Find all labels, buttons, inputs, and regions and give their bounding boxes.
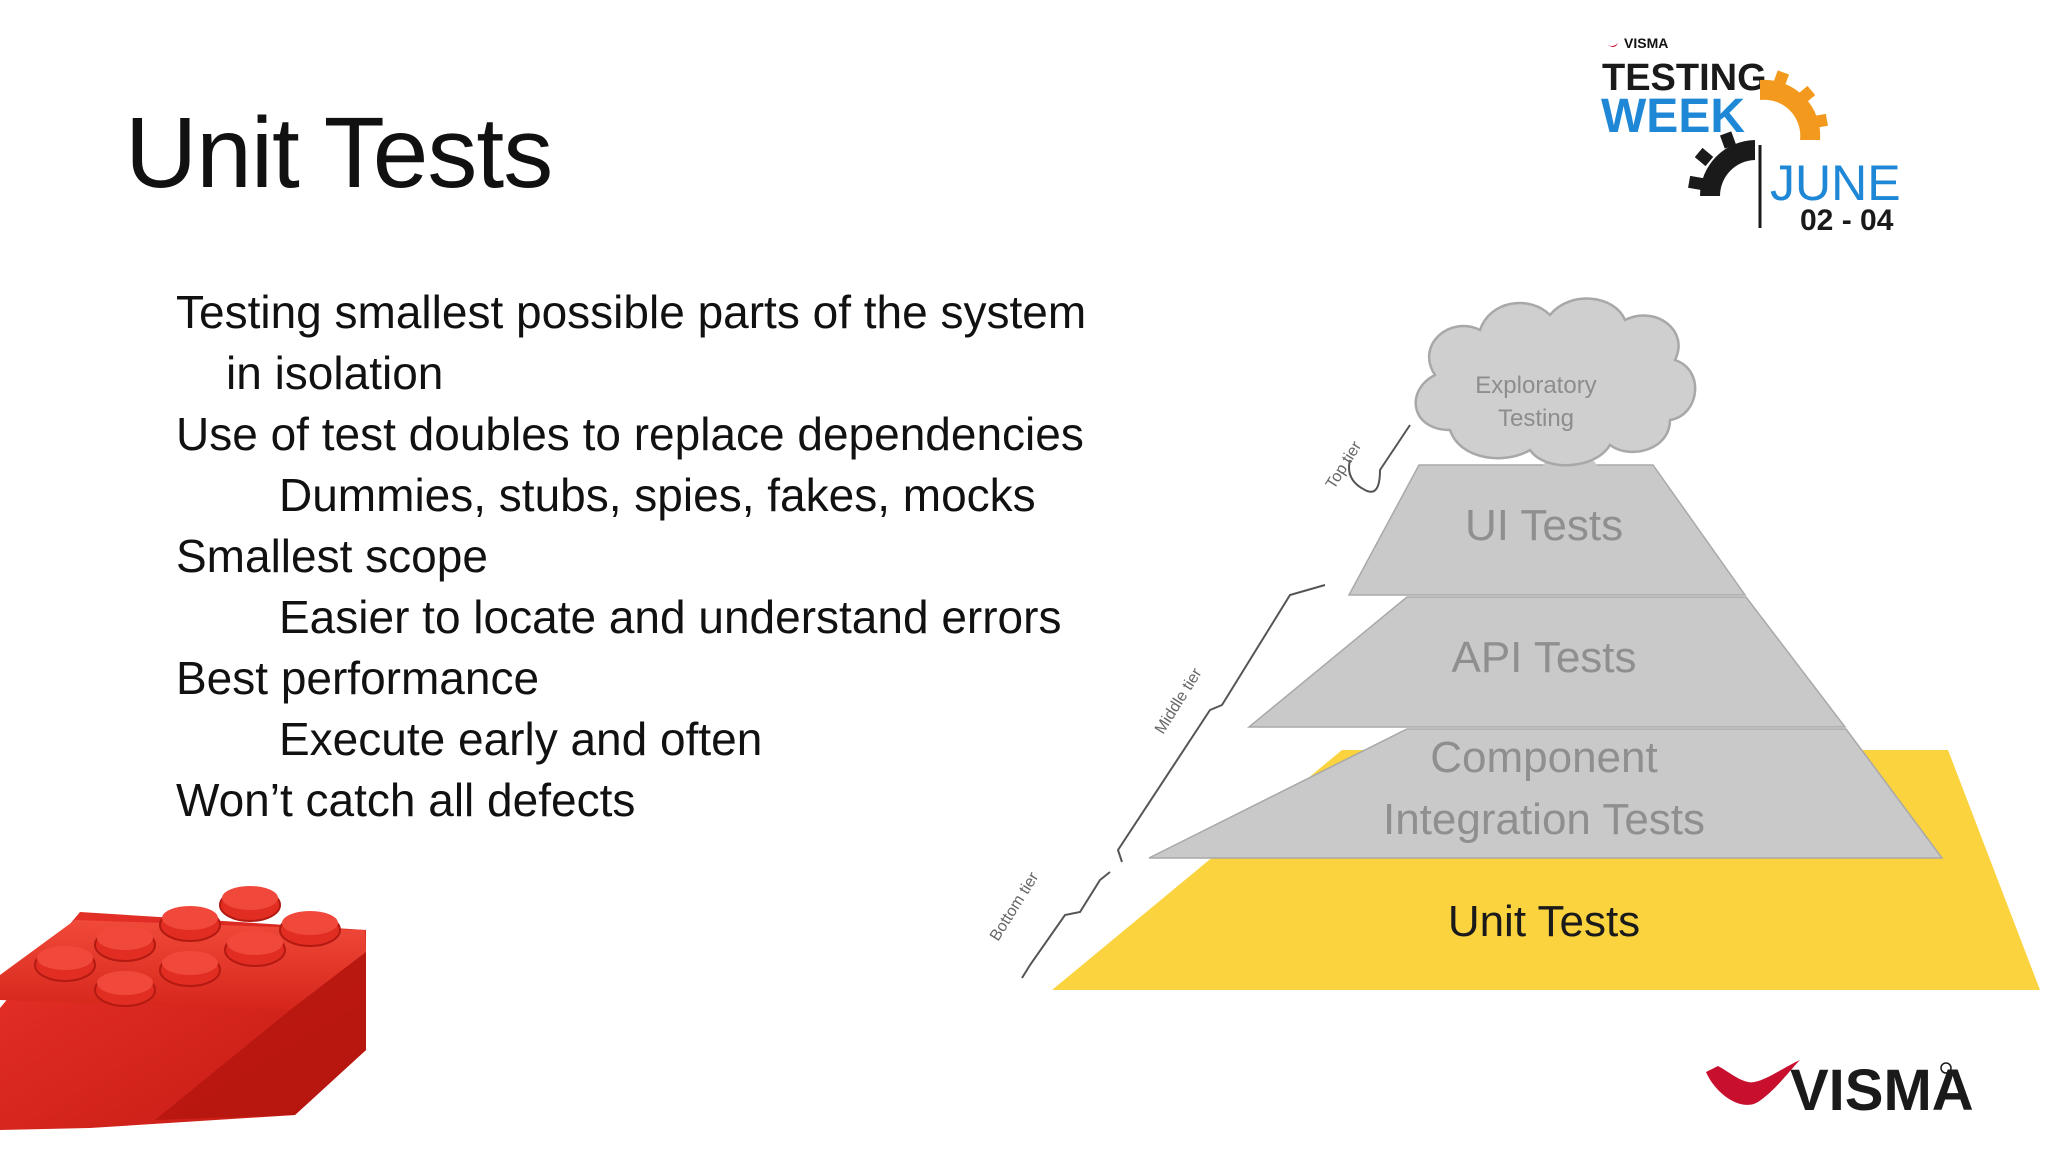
tier-label-ui: UI Tests	[1465, 501, 1623, 550]
visma-swoosh-icon	[1606, 43, 1618, 47]
tier-label-api: API Tests	[1451, 633, 1636, 682]
sub-bullet-item: Dummies, stubs, spies, fakes, mocks	[279, 469, 1036, 521]
bullet-item: Best performance	[176, 652, 540, 704]
logo-brand: VISMA	[1624, 35, 1668, 51]
bracket-middle	[1116, 584, 1326, 863]
test-pyramid: Exploratory Testing UI Tests API Tests C…	[987, 297, 2040, 990]
sub-bullet-item: Easier to locate and understand errors	[279, 591, 1062, 643]
bullet-list: Testing smallest possible parts of the s…	[176, 282, 1176, 831]
bracket-bottom	[1021, 871, 1111, 979]
cloud-label-line1: Exploratory	[1475, 372, 1596, 399]
bullet-item: Testing smallest possible parts of the s…	[176, 286, 1087, 338]
slide-title: Unit Tests	[125, 97, 553, 209]
bullet-item: Use of test doubles to replace dependenc…	[176, 408, 1084, 460]
tier-label-component-line2: Integration Tests	[1383, 795, 1705, 844]
visma-logo: VISMA	[1706, 1058, 1974, 1123]
logo-month: JUNE	[1770, 155, 1901, 211]
cloud-label-line2: Testing	[1498, 405, 1574, 432]
bullet-item: Won’t catch all defects	[176, 774, 636, 826]
black-gear-icon	[1688, 131, 1762, 228]
bullet-item: Smallest scope	[176, 530, 488, 582]
logo-testing: TESTING	[1602, 57, 1767, 99]
sub-bullet-item: Execute early and often	[279, 713, 763, 765]
testing-week-logo: VISMA TESTING WEEK JUNE 02 - 04	[1601, 35, 1901, 237]
tier-label-component-line1: Component	[1430, 733, 1657, 782]
cloud-shape	[1414, 297, 1697, 467]
tier-label-unit: Unit Tests	[1448, 897, 1640, 946]
pyramid-tier-component	[1148, 728, 1944, 859]
visma-swoosh-icon	[1706, 1060, 1800, 1105]
logo-dates: 02 - 04	[1800, 204, 1894, 237]
orange-gear-icon	[1760, 70, 1828, 140]
bracket-label-bottom: Bottom tier	[987, 869, 1043, 944]
bracket-label-middle: Middle tier	[1152, 665, 1206, 737]
bullet-item-continuation: in isolation	[226, 347, 444, 399]
pyramid-tier-api	[1246, 596, 1847, 728]
bracket-label-top: Top tier	[1323, 438, 1366, 492]
lego-brick-image	[0, 886, 366, 1130]
bracket-top	[1348, 424, 1411, 493]
logo-week: WEEK	[1601, 90, 1745, 143]
visma-logo-text: VISMA	[1790, 1058, 1974, 1123]
